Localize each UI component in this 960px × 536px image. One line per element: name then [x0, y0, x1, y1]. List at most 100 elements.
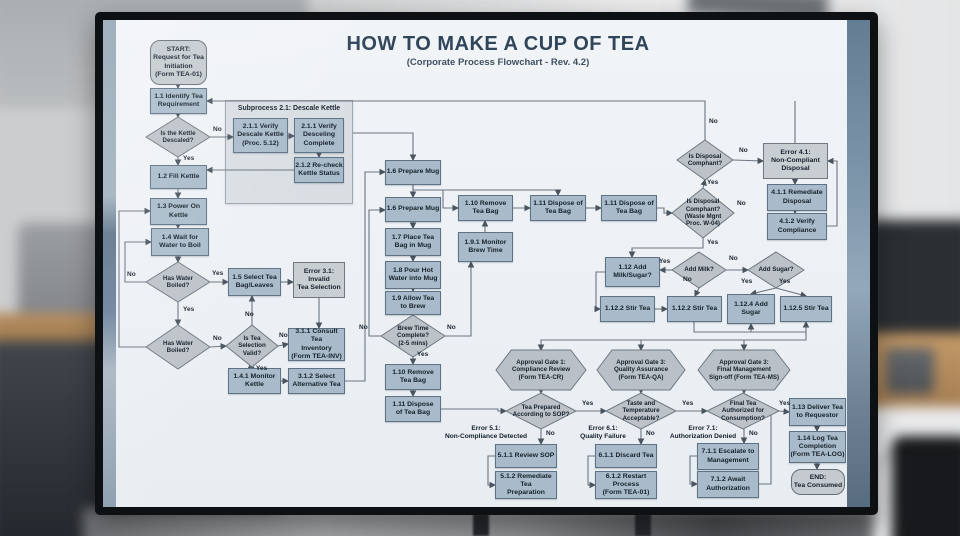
edge-21 [353, 132, 417, 162]
edge-40 [700, 178, 707, 189]
decision-disposal-compliant-2-shape [671, 187, 735, 239]
error-3-1: Error 3.1: Invalid Tea Selection [293, 262, 345, 298]
edge-label-16-yes: Yes [707, 239, 719, 246]
edge-14 [209, 343, 228, 350]
step-1-11-b: 1.11 Dispose of Tea Bag [385, 396, 441, 422]
step-1-4-1: 1.4.1 Monitor Kettle [228, 368, 281, 394]
edge-65 [689, 455, 699, 488]
edge-label-2-no: No [127, 271, 136, 278]
tv-stand-leg-left [473, 514, 489, 536]
step-1-7: 1.7 Place Tea Bag in Mug [385, 228, 441, 256]
decision-tea-selection-valid-shape [225, 324, 279, 368]
step-5-1-2: 5.1.2 Remediate Tea Preparation [495, 471, 557, 499]
step-4-1-2: 4.1.2 Verify Compliance [767, 213, 827, 240]
screen-right-strip [847, 20, 870, 507]
edge-label-15-no: No [737, 200, 746, 207]
decision-sop-shape [504, 392, 578, 430]
step-4-1-1: 4.1.1 Remediate Disposal [767, 184, 827, 211]
decision-add-milk: Add Milk? [684, 266, 714, 274]
approval-gate-3-shape [697, 349, 791, 391]
error-6-1-label: Error 6.1: Quality Failure [580, 425, 626, 440]
step-2-1-1-verify-descale: 2.1.1 Verify Descale Kettle (Proc. 5.12) [233, 118, 288, 153]
decision-add-milk-shape [671, 251, 727, 289]
edge-label-3-yes: Yes [212, 270, 224, 277]
step-1-3: 1.3 Power On Kettle [150, 198, 207, 225]
edge-49 [693, 320, 810, 333]
step-6-1-2: 6.1.2 Restart Process (Form TEA-01) [595, 471, 657, 499]
step-6-1-1: 6.1.1 Discard Tea [595, 444, 657, 468]
office-chair [892, 436, 960, 536]
edge-36 [732, 157, 765, 165]
tv-bezel: HOW TO MAKE A CUP OF TEA (Corporate Proc… [95, 12, 878, 515]
edge-13 [124, 238, 153, 283]
error-4-1: Error 4.1: Non-Compliant Disposal [763, 143, 828, 179]
edge-label-0-no: No [213, 126, 222, 133]
edge-51 [537, 332, 807, 352]
step-5-1-1: 5.1.1 Review SOP [495, 444, 557, 468]
edge-31 [445, 260, 475, 337]
edge-39 [826, 157, 838, 227]
edge-label-5-no: No [213, 335, 222, 342]
page-title: HOW TO MAKE A CUP OF TEA [346, 33, 650, 55]
decision-authorized: Final Tea Authorized for Consumption? [721, 400, 765, 422]
decision-water-boiled-1: Has Water Boiled? [162, 274, 194, 289]
edge-47 [775, 287, 808, 298]
edge-70 [118, 207, 152, 348]
decision-brew-time: Brew Time Complete? (2-5 mins) [397, 325, 429, 347]
edge-69 [441, 407, 508, 415]
edge-label-14-yes: Yes [707, 179, 719, 186]
approval-gate-3: Approval Gate 3: Final Management Sign-o… [708, 359, 780, 381]
step-1-10-b: 1.10 Remove Tea Bag [385, 364, 441, 390]
edge-label-26-yes: Yes [779, 400, 791, 407]
tv-stand-leg-right [635, 514, 651, 536]
step-1-10-a: 1.10 Remove Tea Bag [458, 195, 513, 221]
approval-gate-2: Approval Gate 3: Quality Assurance (Form… [613, 359, 669, 381]
step-1-6-a: 1.6 Prepare Mug [385, 160, 441, 185]
decision-add-sugar-shape [747, 251, 805, 289]
edge-43 [594, 271, 605, 313]
step-2-1-1-verify-complete: 2.1.1 Verify Desceling Complete [294, 118, 344, 153]
decision-disposal-compliant-1: Is Disposal Comphant? [687, 152, 723, 167]
step-1-9-1: 1.9.1 Monitor Brew Time [458, 232, 513, 262]
edge-label-21-yes: Yes [779, 278, 791, 285]
edge-label-18-no: No [683, 276, 692, 283]
edge-label-17-yes: Yes [659, 258, 671, 265]
step-1-14: 1.14 Log Tea Completion (Form TEA-LOG) [789, 431, 846, 463]
decision-sop: Tea Prepared According to SOP? [512, 403, 570, 418]
error-7-1-label: Error 7.1: Authorization Denied [669, 425, 737, 440]
approval-gate-1: Approval Gate 1: Compliance Review (Form… [511, 359, 571, 381]
edge-label-9-no: No [359, 324, 368, 331]
decision-brew-time-shape [380, 314, 446, 358]
edge-label-13-no: No [739, 147, 748, 154]
step-1-4: 1.4 Wait for Water to Boil [151, 228, 209, 256]
edge-label-6-no: No [245, 311, 254, 318]
edge-71 [205, 97, 706, 140]
edge-label-8-yes: Yes [256, 365, 268, 372]
decision-kettle-descaled-shape [145, 116, 211, 158]
edge-label-4-yes: Yes [183, 306, 195, 313]
edge-label-12-no: No [709, 118, 718, 125]
error-5-1-label: Error 5.1: Non-Compliance Detected [444, 425, 528, 440]
edge-63 [487, 455, 497, 489]
decision-taste-shape [604, 392, 678, 430]
step-1-12-5: 1.12.5 Stir Tea [780, 296, 832, 322]
decision-disposal-compliant-2: Is Disposal Comphant? (Waste Mgnt Proc. … [684, 198, 722, 228]
step-1-6-b: 1.6 Prepare Mug [385, 197, 441, 222]
decision-water-boiled-2-shape [145, 324, 211, 370]
step-1-12: 1.12 Add Milk/Sugar? [605, 257, 660, 287]
edge-label-19-no: No [729, 255, 738, 262]
edge-label-27-no: No [749, 430, 758, 437]
edge-label-20-yes: Yes [741, 278, 753, 285]
step-1-2: 1.2 Fill Kettle [150, 165, 207, 189]
step-1-13: 1.13 Deliver Tea to Requestor [789, 398, 846, 426]
edge-30 [368, 206, 387, 337]
step-1-8: 1.8 Pour Hot Water into Mug [385, 261, 441, 289]
decision-water-boiled-2: Has Water Boiled? [162, 339, 194, 354]
step-7-1-2: 7.1.2 Await Authorization [697, 471, 759, 498]
decision-kettle-descaled: Is the Kettle Descaled? [160, 129, 196, 144]
step-2-1-2: 2.1.2 Re-check Kettle Status [294, 157, 344, 183]
approval-gate-1-shape [495, 349, 587, 391]
edge-59 [778, 408, 791, 415]
